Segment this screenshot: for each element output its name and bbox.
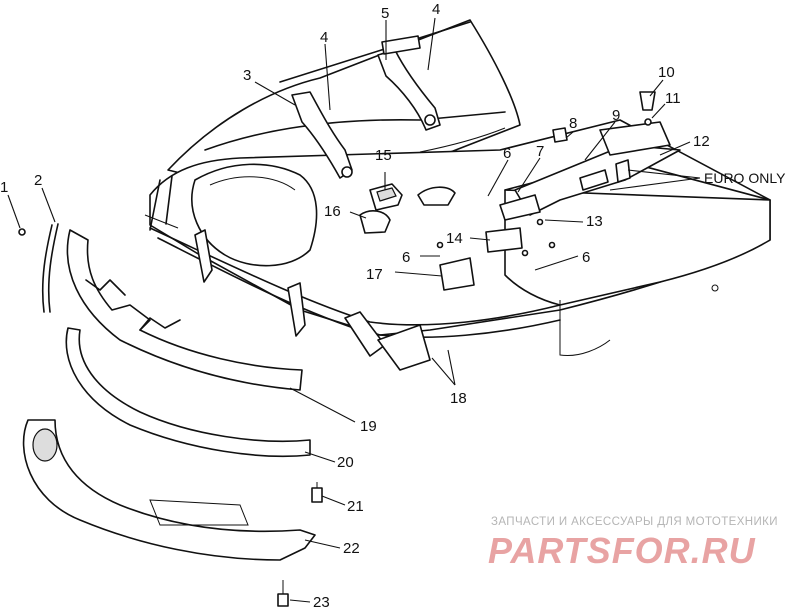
callout-19: 19 [360, 418, 377, 435]
euro-only-note: EURO ONLY [704, 170, 786, 186]
watermark: ЗАПЧАСТИ И АКСЕССУАРЫ ДЛЯ МОТОТЕХНИКИ PA… [488, 516, 778, 571]
callout-17: 17 [366, 266, 383, 283]
callout-6a: 6 [503, 145, 511, 162]
callout-6c: 6 [582, 249, 590, 266]
callout-4b: 4 [432, 1, 440, 18]
callout-11: 11 [665, 90, 681, 107]
watermark-tagline: ЗАПЧАСТИ И АКСЕССУАРЫ ДЛЯ МОТОТЕХНИКИ [491, 516, 778, 528]
fasteners [277, 482, 323, 607]
callout-18: 18 [450, 390, 467, 407]
callout-21: 21 [347, 498, 364, 515]
callout-4a: 4 [320, 29, 328, 46]
callout-23: 23 [313, 594, 330, 609]
vent-parts [359, 183, 456, 234]
watermark-brand: PARTSFOR.RU [488, 530, 756, 571]
right-brackets [436, 91, 681, 291]
left-strips [18, 223, 59, 313]
callout-2: 2 [34, 172, 42, 189]
callout-5: 5 [381, 5, 389, 22]
callout-22: 22 [343, 540, 360, 557]
callout-12: 12 [693, 133, 710, 150]
cowl-brackets [291, 35, 441, 179]
leader-lines [7, 17, 701, 603]
chassis-body [144, 19, 771, 371]
callout-9: 9 [612, 107, 620, 124]
callout-8: 8 [569, 115, 577, 132]
callout-13: 13 [586, 213, 603, 230]
callout-14: 14 [446, 230, 463, 247]
callout-3: 3 [243, 67, 251, 84]
callout-6b: 6 [402, 249, 410, 266]
callout-20: 20 [337, 454, 354, 471]
callout-10: 10 [658, 64, 675, 81]
callout-15: 15 [375, 147, 392, 164]
callout-7: 7 [536, 143, 544, 160]
callout-1: 1 [0, 179, 8, 196]
nose-parts [22, 229, 316, 561]
callout-16: 16 [324, 203, 341, 220]
